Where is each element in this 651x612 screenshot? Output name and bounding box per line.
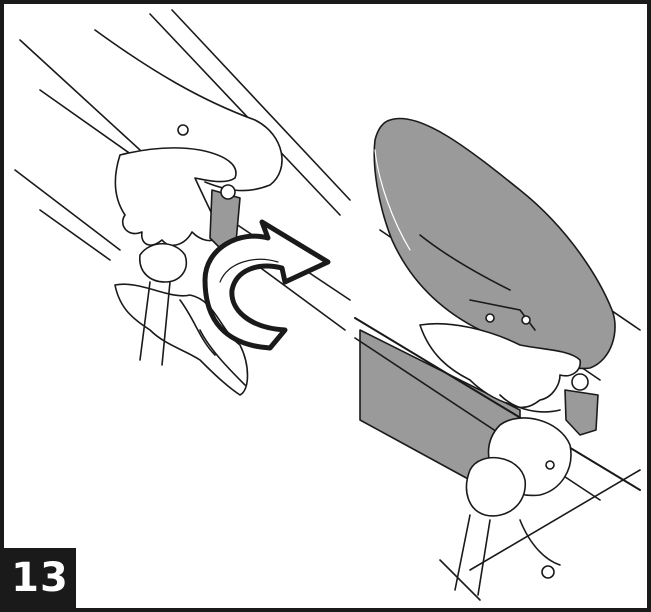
release-lever-right [565,390,598,435]
left-scene [15,10,350,395]
right-scene [355,118,640,600]
stroller-illustration [4,4,647,608]
step-number-badge: 13 [4,548,76,608]
seat-shell-right [374,118,615,368]
